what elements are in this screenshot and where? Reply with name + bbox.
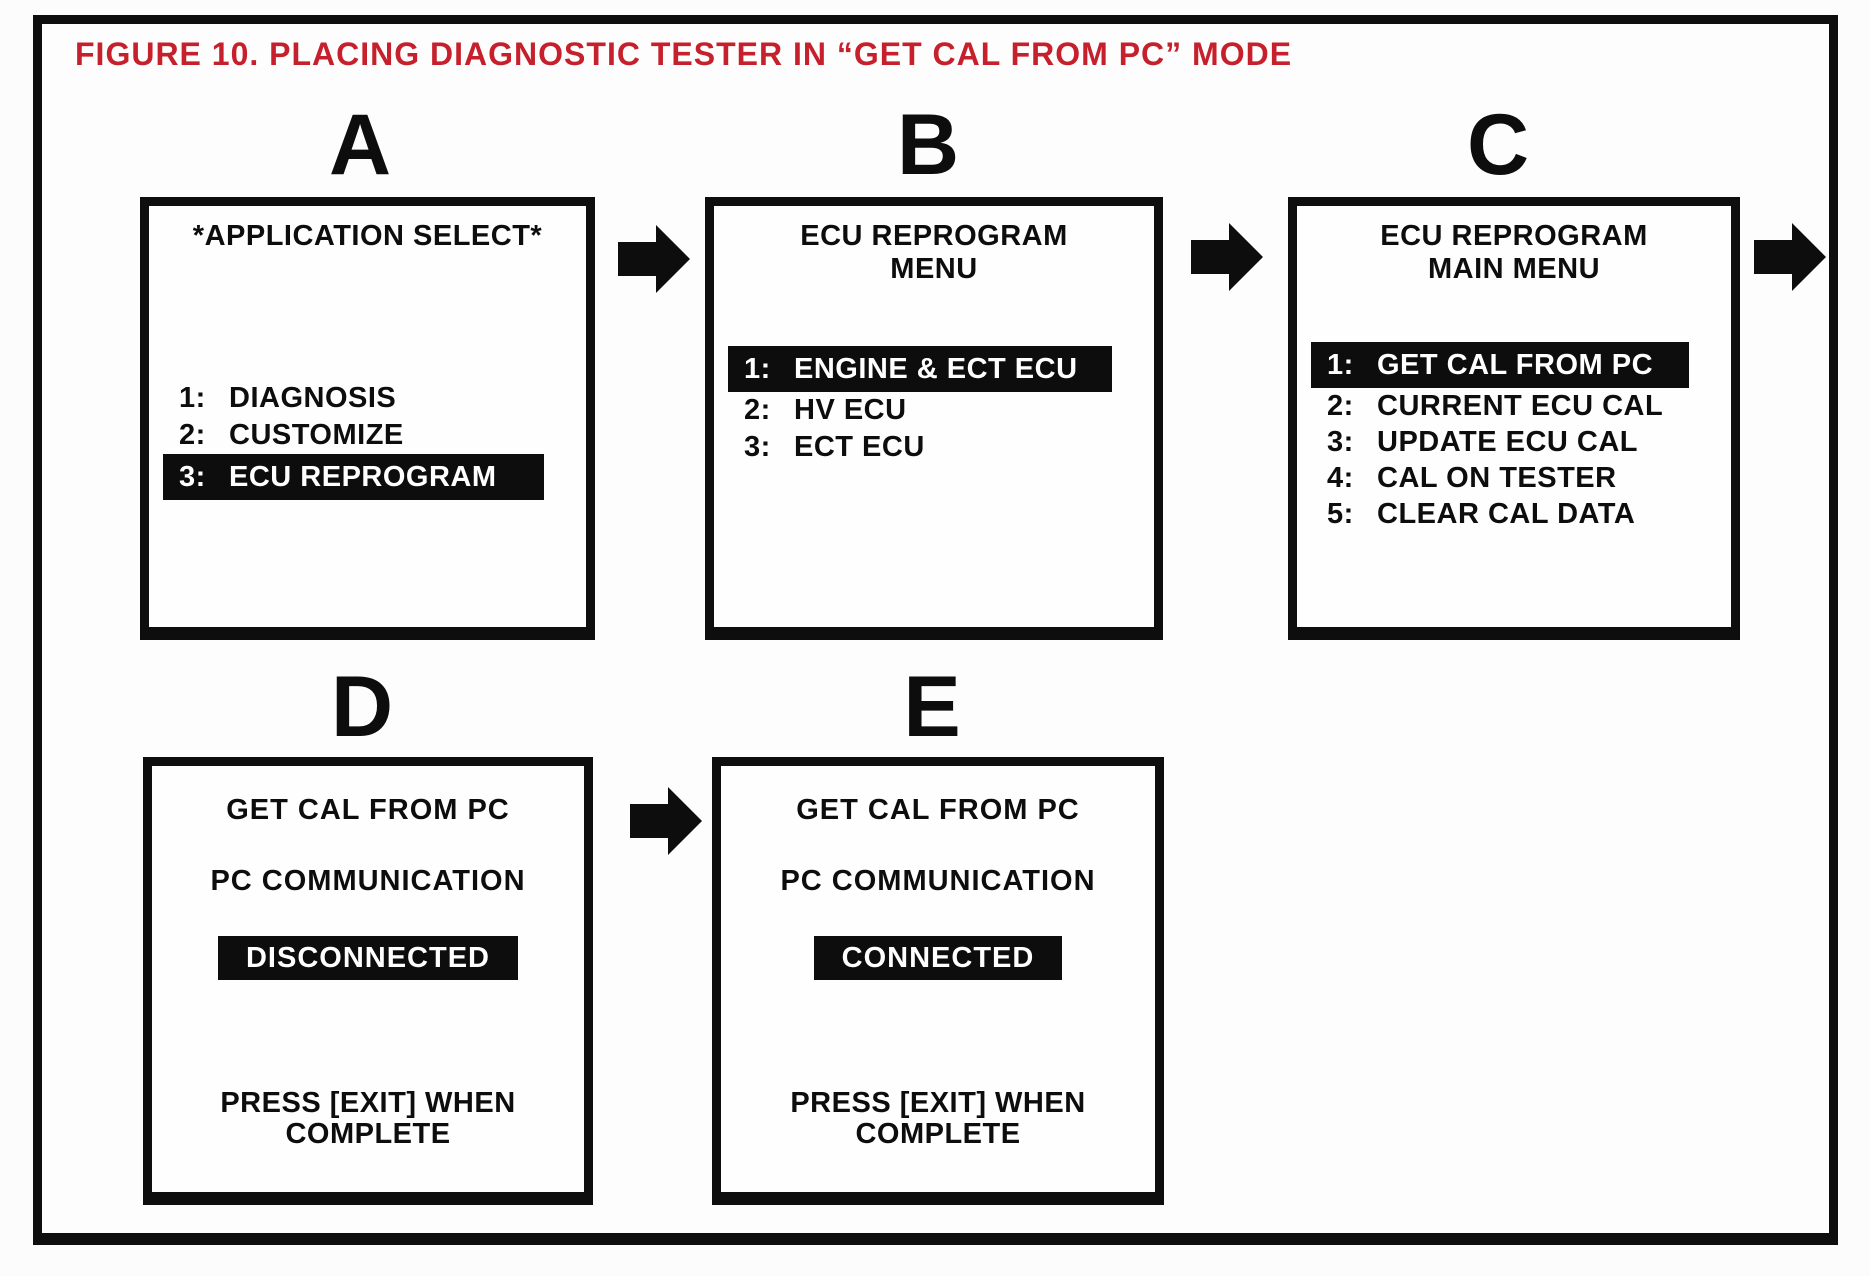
screen-b-header-line: ECU REPROGRAM — [800, 220, 1068, 252]
screen-c-menu: 1: GET CAL FROM PC 2: CURRENT ECU CAL 3:… — [1311, 342, 1715, 532]
menu-item-diagnosis: 1: DIAGNOSIS — [163, 380, 570, 417]
menu-item-engine-ect-ecu-selected: 1: ENGINE & ECT ECU — [728, 346, 1112, 392]
arrow-right-icon — [1191, 223, 1263, 291]
screen-d: GET CAL FROM PC PC COMMUNICATION DISCONN… — [143, 757, 593, 1205]
arrow-right-icon — [618, 225, 690, 293]
arrow-right-icon — [630, 787, 702, 855]
menu-item-number: 2: — [744, 394, 771, 426]
figure-border: FIGURE 10. PLACING DIAGNOSTIC TESTER IN … — [33, 15, 1838, 1245]
menu-item-number: 1: — [179, 382, 206, 414]
menu-item-cal-on-tester: 4: CAL ON TESTER — [1311, 460, 1715, 496]
screen-label-c: C — [1466, 97, 1530, 193]
menu-item-number: 3: — [1327, 425, 1354, 458]
menu-item-number: 4: — [1327, 461, 1354, 494]
menu-item-label: CAL ON TESTER — [1377, 461, 1617, 494]
screen-label-b: B — [896, 97, 960, 193]
screen-b: ECU REPROGRAM MENU 1: ENGINE & ECT ECU 2… — [705, 197, 1163, 640]
screen-d-footer-line: COMPLETE — [285, 1118, 451, 1150]
menu-item-number: 3: — [744, 431, 771, 463]
screen-d-footer: PRESS [EXIT] WHEN COMPLETE — [152, 1088, 584, 1150]
status-badge-connected: CONNECTED — [813, 936, 1063, 980]
menu-item-ect-ecu: 3: ECT ECU — [728, 429, 1138, 466]
screen-d-subtitle: PC COMMUNICATION — [210, 865, 526, 897]
screen-c: ECU REPROGRAM MAIN MENU 1: GET CAL FROM … — [1288, 197, 1740, 640]
menu-item-customize: 2: CUSTOMIZE — [163, 417, 570, 454]
menu-item-number: 1: — [744, 352, 771, 385]
screen-a: *APPLICATION SELECT* 1: DIAGNOSIS 2: CUS… — [140, 197, 595, 640]
menu-item-label: UPDATE ECU CAL — [1377, 425, 1639, 458]
status-badge-disconnected: DISCONNECTED — [217, 936, 518, 980]
screen-c-header-line: ECU REPROGRAM — [1380, 220, 1648, 252]
menu-item-label: HV ECU — [794, 394, 907, 426]
screen-c-header-line: MAIN MENU — [1427, 253, 1601, 285]
screen-label-a: A — [328, 97, 392, 193]
screen-e-title: GET CAL FROM PC — [796, 794, 1080, 826]
screen-e-subtitle: PC COMMUNICATION — [780, 865, 1096, 897]
screen-a-menu: 1: DIAGNOSIS 2: CUSTOMIZE 3: ECU REPROGR… — [163, 380, 570, 500]
menu-item-clear-cal-data: 5: CLEAR CAL DATA — [1311, 496, 1715, 532]
menu-item-label: CURRENT ECU CAL — [1377, 389, 1664, 422]
menu-item-label: CLEAR CAL DATA — [1377, 497, 1636, 530]
menu-item-number: 2: — [179, 419, 206, 451]
menu-item-label: DIAGNOSIS — [229, 382, 397, 414]
screen-d-title: GET CAL FROM PC — [226, 794, 510, 826]
menu-item-label: ECU REPROGRAM — [229, 460, 497, 493]
menu-item-label: ECT ECU — [794, 431, 925, 463]
screen-e-footer: PRESS [EXIT] WHEN COMPLETE — [721, 1088, 1155, 1150]
menu-item-current-ecu-cal: 2: CURRENT ECU CAL — [1311, 388, 1715, 424]
menu-item-number: 3: — [179, 460, 206, 493]
menu-item-ecu-reprogram-selected: 3: ECU REPROGRAM — [163, 454, 544, 500]
screen-e-status-row: CONNECTED — [721, 936, 1155, 980]
menu-item-hv-ecu: 2: HV ECU — [728, 392, 1138, 429]
screen-b-header: ECU REPROGRAM MENU — [714, 220, 1154, 286]
screen-label-d: D — [330, 659, 394, 755]
menu-item-label: GET CAL FROM PC — [1377, 348, 1654, 381]
screen-e-footer-line: COMPLETE — [855, 1118, 1021, 1150]
arrow-right-icon — [1754, 223, 1826, 291]
menu-item-label: CUSTOMIZE — [229, 419, 404, 451]
screen-b-menu: 1: ENGINE & ECT ECU 2: HV ECU 3: ECT ECU — [728, 346, 1138, 466]
menu-item-number: 2: — [1327, 389, 1354, 422]
screen-e-footer-line: PRESS [EXIT] WHEN — [790, 1087, 1086, 1119]
screen-b-header-line: MENU — [890, 253, 978, 285]
screen-a-header-line: *APPLICATION SELECT* — [192, 220, 543, 252]
figure-title: FIGURE 10. PLACING DIAGNOSTIC TESTER IN … — [75, 36, 1293, 72]
screen-c-header: ECU REPROGRAM MAIN MENU — [1297, 220, 1731, 286]
screen-a-header: *APPLICATION SELECT* — [149, 220, 586, 253]
menu-item-number: 5: — [1327, 497, 1354, 530]
menu-item-number: 1: — [1327, 348, 1354, 381]
screen-d-footer-line: PRESS [EXIT] WHEN — [220, 1087, 516, 1119]
screen-d-status-row: DISCONNECTED — [152, 936, 584, 980]
screen-e: GET CAL FROM PC PC COMMUNICATION CONNECT… — [712, 757, 1164, 1205]
menu-item-get-cal-from-pc-selected: 1: GET CAL FROM PC — [1311, 342, 1689, 388]
menu-item-update-ecu-cal: 3: UPDATE ECU CAL — [1311, 424, 1715, 460]
menu-item-label: ENGINE & ECT ECU — [794, 352, 1078, 385]
screen-label-e: E — [903, 659, 961, 755]
